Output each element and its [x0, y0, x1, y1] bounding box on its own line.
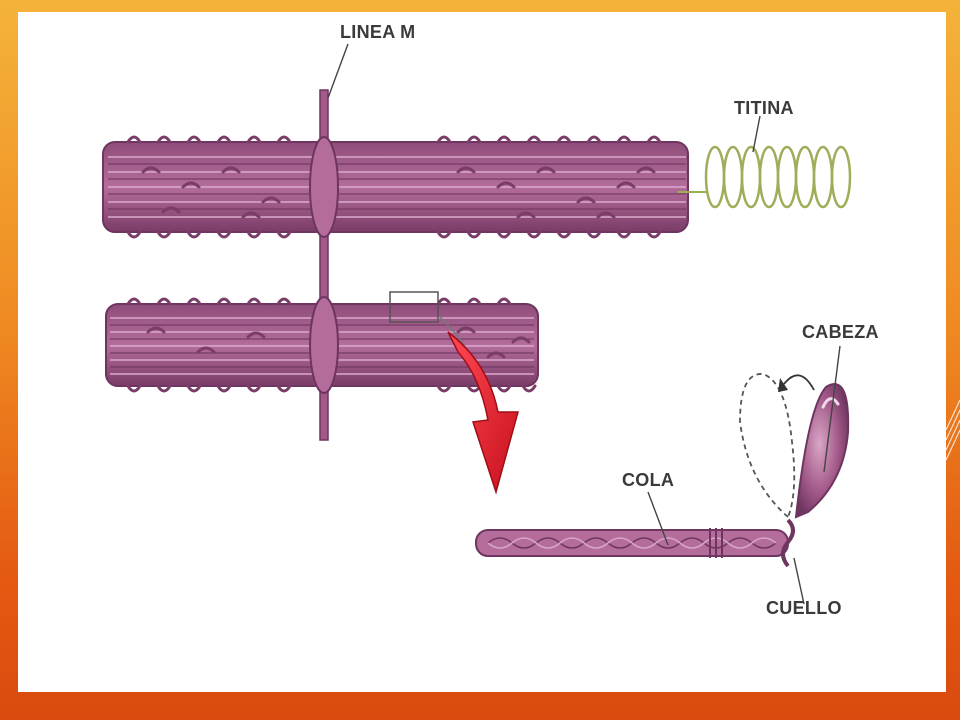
leader-lines: [327, 43, 841, 605]
label-cuello: CUELLO: [766, 598, 842, 618]
leader-cuello: [793, 557, 805, 605]
label-cola: COLA: [622, 470, 675, 490]
label-linea-m: LINEA M: [340, 22, 416, 42]
zoom-arrow: [439, 316, 519, 495]
leader-titina: [752, 115, 761, 153]
leader-cabeza: [823, 345, 841, 473]
thick-filament-top: [102, 135, 689, 239]
sarcomere-diagram: [102, 43, 852, 605]
myosin-molecule: [475, 373, 850, 568]
leader-linea-m: [327, 43, 349, 99]
corner-decoration: [946, 400, 960, 461]
label-titina: TITINA: [734, 98, 794, 118]
diagram-panel: LINEA M TITINA CABEZA COLA CUELLO: [18, 12, 946, 692]
leader-cola: [647, 491, 669, 546]
m-line: [309, 89, 339, 441]
label-cabeza: CABEZA: [802, 322, 879, 342]
titin-spring: [678, 145, 852, 209]
highlight-box: [389, 291, 439, 323]
